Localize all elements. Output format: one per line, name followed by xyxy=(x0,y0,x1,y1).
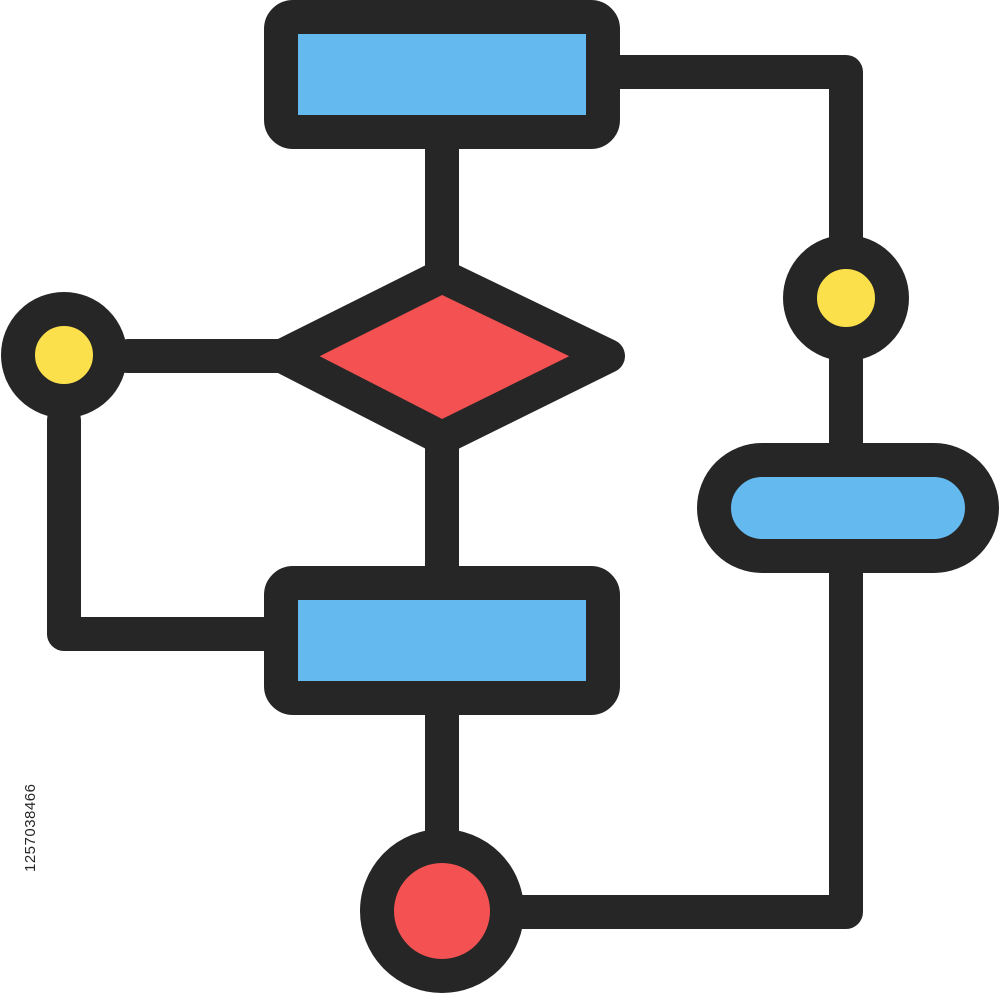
line-top-process-to-right-connector xyxy=(597,55,863,257)
right-connector-circle xyxy=(783,235,909,361)
terminal-circle xyxy=(360,829,524,993)
left-connector-circle xyxy=(1,292,127,418)
decision-diamond xyxy=(265,259,625,455)
line-pill-to-terminal xyxy=(503,553,863,929)
pill-box-right xyxy=(697,443,999,573)
process-box-top xyxy=(264,0,620,149)
stock-id-text: 1257038466 xyxy=(22,783,39,872)
process-box-bottom xyxy=(264,566,620,715)
line-left-connector-to-bottom-process xyxy=(47,403,289,651)
connector-lines xyxy=(47,55,863,929)
